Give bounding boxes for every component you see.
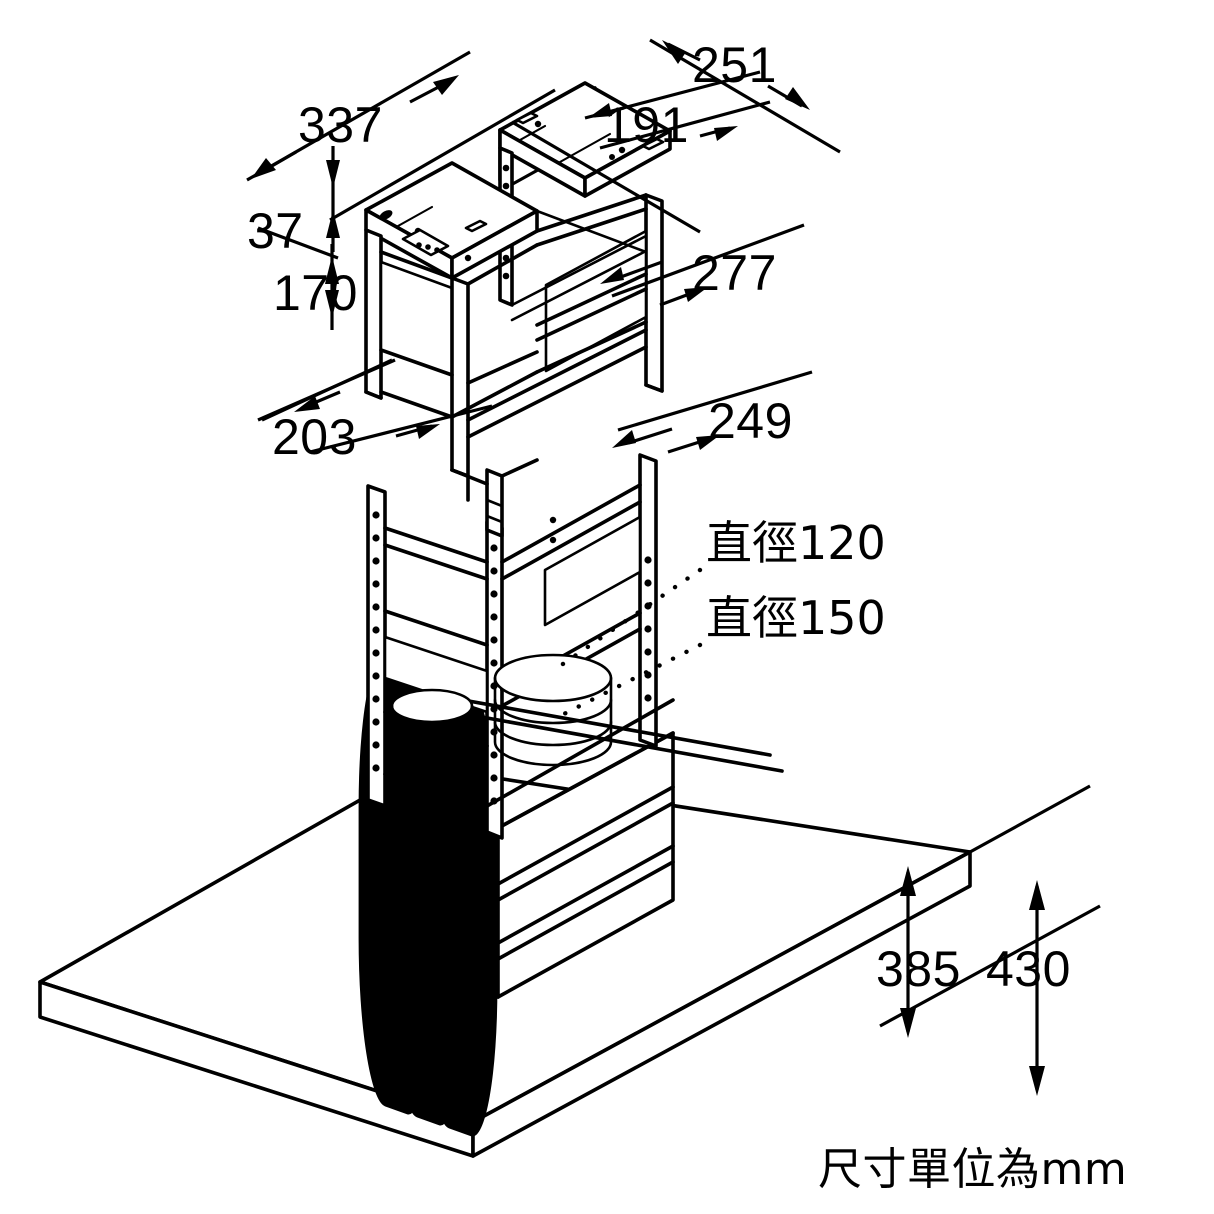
dim-337 <box>246 50 556 222</box>
dimension-label-170: 170 <box>273 265 358 321</box>
upper-frame <box>364 81 672 544</box>
dimension-label-37: 37 <box>247 203 304 259</box>
dimension-label-191: 191 <box>604 97 689 153</box>
dim-249 <box>612 370 813 454</box>
lower-chimney-body <box>358 657 675 1137</box>
dimension-label-337: 337 <box>298 97 383 153</box>
left-rail-perforations <box>372 511 380 772</box>
duct-collar <box>390 653 613 767</box>
dimension-label-249: 249 <box>708 393 793 449</box>
dim-203 <box>257 358 493 454</box>
dim-191 <box>584 70 771 150</box>
dimension-label-251: 251 <box>692 37 777 93</box>
callout-diameter-150: 直徑150 <box>706 591 886 645</box>
dim-37 <box>326 146 340 252</box>
dim-277 <box>600 223 805 307</box>
lower-mounting-cage <box>366 453 784 840</box>
diameter-leaders <box>553 567 703 721</box>
dim-251 <box>511 38 841 234</box>
callout-diameter-120: 直徑120 <box>706 516 886 570</box>
unit-note: 尺寸單位為mm <box>818 1144 1128 1195</box>
centre-rail-perforations <box>490 544 498 805</box>
dim-430 <box>879 784 1101 1096</box>
dimension-label-203: 203 <box>272 409 357 465</box>
dimension-label-430: 430 <box>986 941 1071 997</box>
dimension-label-385: 385 <box>876 941 961 997</box>
right-rail-perforations <box>644 556 652 702</box>
dimension-label-277: 277 <box>692 245 777 301</box>
dim-385 <box>900 866 916 1038</box>
